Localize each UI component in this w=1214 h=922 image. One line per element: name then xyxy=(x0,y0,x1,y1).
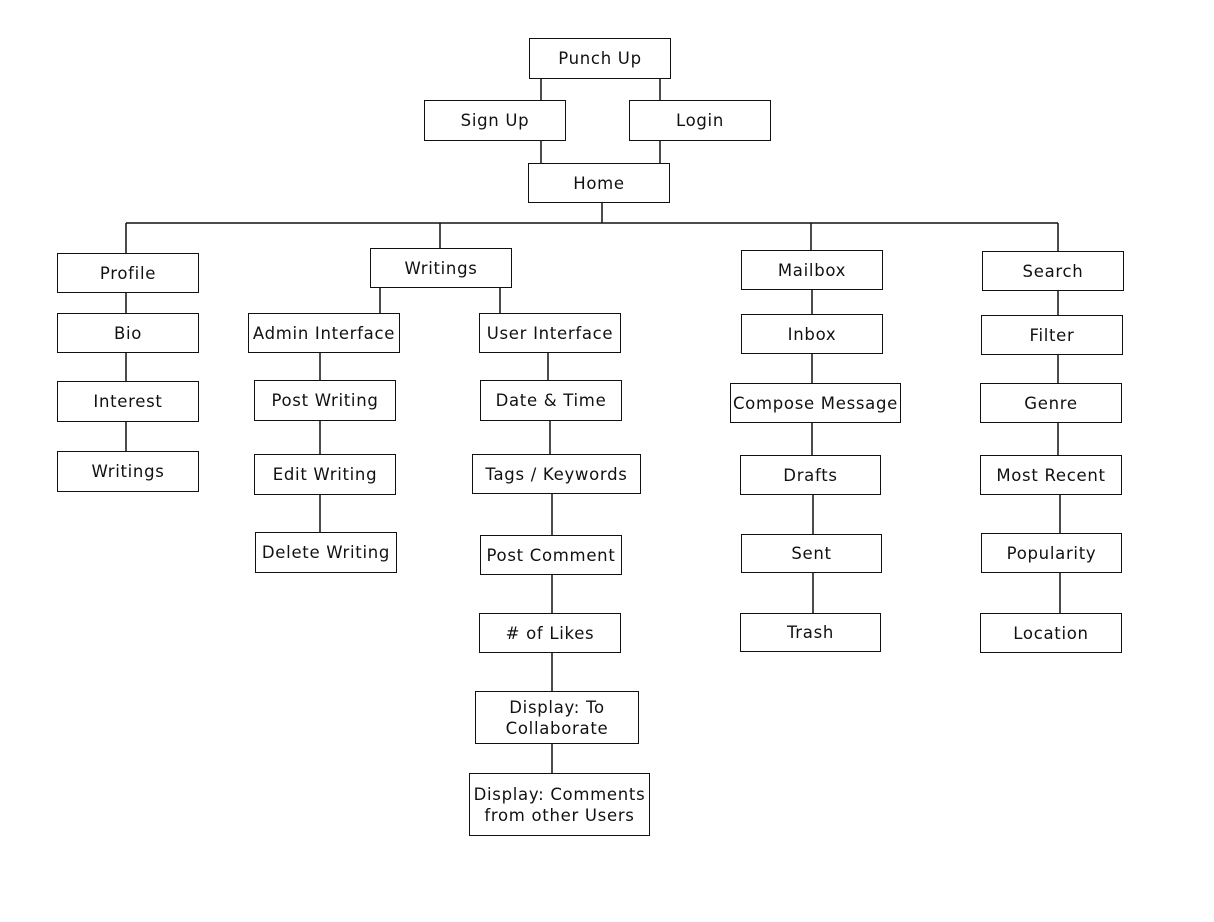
node-drafts: Drafts xyxy=(740,455,881,495)
node-delete-writing: Delete Writing xyxy=(255,532,397,573)
node-punch-up: Punch Up xyxy=(529,38,671,79)
node-inbox: Inbox xyxy=(741,314,883,354)
node-profile: Profile xyxy=(57,253,199,293)
node-post-comment: Post Comment xyxy=(480,535,622,575)
node-popularity: Popularity xyxy=(981,533,1122,573)
node-sign-up: Sign Up xyxy=(424,100,566,141)
node-profile-writings: Writings xyxy=(57,451,199,492)
node-tags-keywords: Tags / Keywords xyxy=(472,454,641,494)
node-location: Location xyxy=(980,613,1122,653)
node-writings: Writings xyxy=(370,248,512,288)
node-login: Login xyxy=(629,100,771,141)
node-filter: Filter xyxy=(981,315,1123,355)
node-display-comments: Display: Comments from other Users xyxy=(469,773,650,836)
node-bio: Bio xyxy=(57,313,199,353)
node-search: Search xyxy=(982,251,1124,291)
node-mailbox: Mailbox xyxy=(741,250,883,290)
node-display-collaborate: Display: To Collaborate xyxy=(475,691,639,744)
node-genre: Genre xyxy=(980,383,1122,423)
node-home: Home xyxy=(528,163,670,203)
node-sent: Sent xyxy=(741,534,882,573)
node-likes: # of Likes xyxy=(479,613,621,653)
node-post-writing: Post Writing xyxy=(254,380,396,421)
node-most-recent: Most Recent xyxy=(980,455,1122,495)
node-date-time: Date & Time xyxy=(480,380,622,421)
node-edit-writing: Edit Writing xyxy=(254,454,396,495)
node-admin-interface: Admin Interface xyxy=(248,313,400,353)
node-user-interface: User Interface xyxy=(479,313,621,353)
node-interest: Interest xyxy=(57,381,199,422)
node-compose-message: Compose Message xyxy=(730,383,901,423)
node-trash: Trash xyxy=(740,613,881,652)
